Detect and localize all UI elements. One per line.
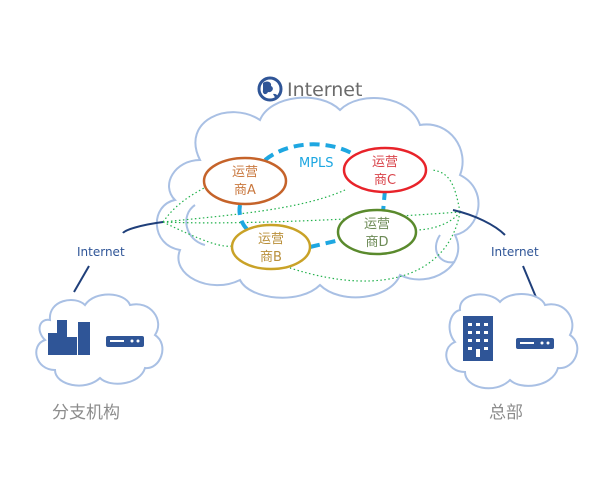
internet-title: Internet: [287, 79, 362, 101]
carrier-c-line2: 商C: [374, 173, 396, 188]
router-icon: [106, 336, 144, 347]
carrier-a-line1: 运营: [232, 165, 258, 180]
carrier-a-line2: 商A: [234, 183, 256, 198]
carrier-c: 运营 商C: [342, 146, 428, 194]
branch-cloud: [35, 293, 164, 387]
branch-link-label: Internet: [77, 245, 125, 259]
router-icon: [516, 338, 554, 349]
carrier-b: 运营 商B: [230, 223, 312, 271]
hq-link-label: Internet: [491, 245, 539, 259]
carrier-d-line2: 商D: [365, 235, 388, 250]
internet-cloud: [155, 96, 480, 299]
carrier-a: 运营 商A: [202, 156, 288, 206]
branch-link: [122, 221, 164, 234]
office-buildings-icon: [48, 320, 90, 355]
hq-label: 总部: [489, 403, 523, 423]
carrier-b-line1: 运营: [258, 232, 284, 247]
globe-icon: [257, 76, 283, 102]
office-tower-icon: [463, 316, 493, 361]
carrier-c-line1: 运营: [372, 155, 398, 170]
carrier-b-line2: 商B: [260, 250, 282, 265]
carrier-d: 运营 商D: [336, 208, 418, 256]
carrier-d-line1: 运营: [364, 217, 390, 232]
branch-label: 分支机构: [52, 403, 120, 423]
mpls-label: MPLS: [299, 156, 334, 171]
hq-link: [452, 209, 506, 236]
